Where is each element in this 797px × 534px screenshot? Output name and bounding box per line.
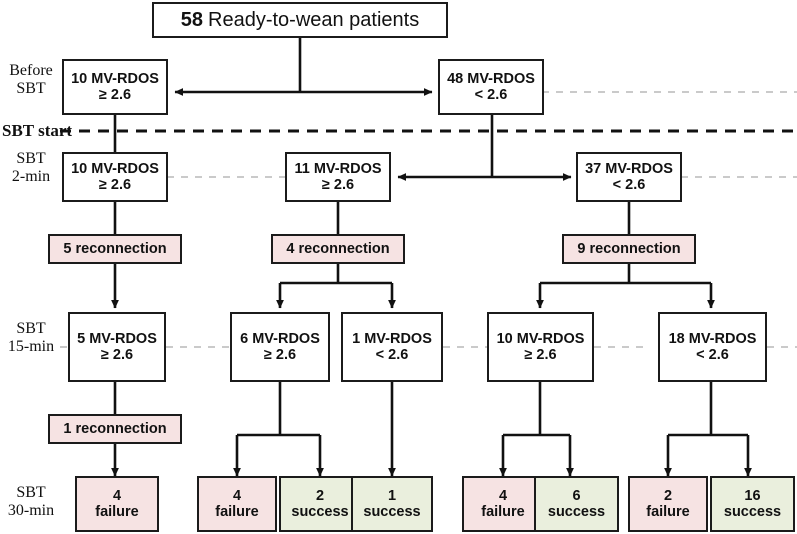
node-before-sbt-0-line1: 10 MV-RDOS xyxy=(71,70,159,87)
node-outcome-7-line2: success xyxy=(723,504,782,520)
node-reconnection-2min-1-label: 4 reconnection xyxy=(286,240,390,257)
node-outcome-1-line2: failure xyxy=(215,504,259,520)
node-outcome-4-line1: 4 xyxy=(498,487,508,504)
row-label-sbt-30min-line2: 30-min xyxy=(7,501,55,519)
row-label-before-sbt-line2: SBT xyxy=(16,79,46,97)
node-sbt-2min-1: 11 MV-RDOS ≥ 2.6 xyxy=(285,152,391,202)
node-outcome-0-line1: 4 xyxy=(112,487,122,504)
node-reconnection-2min-0: 5 reconnection xyxy=(48,234,182,264)
node-sbt-15min-1-line2: ≥ 2.6 xyxy=(263,347,297,363)
node-outcome-5-line1: 6 xyxy=(572,487,581,504)
node-sbt-15min-4-line1: 18 MV-RDOS xyxy=(668,330,757,347)
node-outcome-5-line2: success xyxy=(547,504,606,520)
node-sbt-2min-0-line2: ≥ 2.6 xyxy=(98,177,132,193)
node-outcome-7: 16 success xyxy=(710,476,795,532)
row-label-sbt-2min: SBT 2-min xyxy=(2,150,60,186)
node-outcome-6-line2: failure xyxy=(646,504,690,520)
row-label-before-sbt-line1: Before xyxy=(9,62,53,79)
node-sbt-2min-2: 37 MV-RDOS < 2.6 xyxy=(576,152,682,202)
node-sbt-15min-2-line2: < 2.6 xyxy=(375,347,409,363)
node-sbt-2min-2-line1: 37 MV-RDOS xyxy=(585,160,673,177)
node-outcome-3: 1 success xyxy=(351,476,433,532)
node-before-sbt-0-line2: ≥ 2.6 xyxy=(98,87,132,103)
node-outcome-4-line2: failure xyxy=(481,504,525,520)
node-sbt-15min-2: 1 MV-RDOS < 2.6 xyxy=(341,312,443,382)
node-before-sbt-1: 48 MV-RDOS < 2.6 xyxy=(438,59,544,115)
node-reconnection-15min-0-label: 1 reconnection xyxy=(63,420,167,437)
node-sbt-2min-1-line2: ≥ 2.6 xyxy=(321,177,355,193)
node-outcome-2: 2 success xyxy=(279,476,361,532)
row-label-sbt-30min: SBT 30-min xyxy=(2,484,60,520)
row-label-sbt-30min-line1: SBT xyxy=(16,484,46,501)
row-label-sbt-15min-line1: SBT xyxy=(16,320,46,337)
node-reconnection-15min-0: 1 reconnection xyxy=(48,414,182,444)
node-outcome-0-line2: failure xyxy=(95,504,139,520)
node-sbt-15min-0-line2: ≥ 2.6 xyxy=(100,347,134,363)
node-root: 58 Ready-to-wean patients xyxy=(152,2,448,38)
node-outcome-1-line1: 4 xyxy=(232,487,242,504)
node-outcome-6-line1: 2 xyxy=(663,487,673,504)
node-sbt-2min-2-line2: < 2.6 xyxy=(612,177,646,193)
node-root-label: Ready-to-wean patients xyxy=(208,8,420,31)
node-sbt-2min-1-line1: 11 MV-RDOS xyxy=(294,160,382,177)
node-outcome-0: 4 failure xyxy=(75,476,159,532)
row-label-sbt-2min-line1: SBT xyxy=(16,150,46,167)
node-sbt-15min-0-line1: 5 MV-RDOS xyxy=(77,330,157,347)
row-label-sbt-start: SBT start xyxy=(2,121,102,140)
node-sbt-15min-4-line2: < 2.6 xyxy=(696,347,729,363)
node-root-count: 58 xyxy=(180,8,203,31)
node-before-sbt-1-line1: 48 MV-RDOS xyxy=(447,70,535,87)
node-outcome-2-line2: success xyxy=(291,504,349,520)
node-sbt-15min-1: 6 MV-RDOS ≥ 2.6 xyxy=(230,312,330,382)
node-outcome-7-line1: 16 xyxy=(744,487,761,504)
row-label-sbt-15min-line2: 15-min xyxy=(7,337,55,355)
node-sbt-15min-3-line1: 10 MV-RDOS xyxy=(496,330,585,347)
node-sbt-15min-4: 18 MV-RDOS < 2.6 xyxy=(658,312,767,382)
node-sbt-15min-2-line1: 1 MV-RDOS xyxy=(352,330,432,347)
node-before-sbt-0: 10 MV-RDOS ≥ 2.6 xyxy=(62,59,168,115)
node-sbt-2min-0: 10 MV-RDOS ≥ 2.6 xyxy=(62,152,168,202)
node-outcome-1: 4 failure xyxy=(197,476,277,532)
node-outcome-3-line1: 1 xyxy=(387,487,397,504)
row-label-sbt-2min-line2: 2-min xyxy=(11,167,51,185)
node-sbt-15min-0: 5 MV-RDOS ≥ 2.6 xyxy=(68,312,166,382)
node-outcome-5: 6 success xyxy=(534,476,619,532)
row-label-before-sbt: Before SBT xyxy=(2,62,60,98)
node-reconnection-2min-2-label: 9 reconnection xyxy=(577,240,681,257)
node-reconnection-2min-1: 4 reconnection xyxy=(271,234,405,264)
node-reconnection-2min-0-label: 5 reconnection xyxy=(63,240,167,257)
node-outcome-4: 4 failure xyxy=(462,476,544,532)
node-before-sbt-1-line2: < 2.6 xyxy=(474,87,508,103)
node-outcome-3-line2: success xyxy=(363,504,421,520)
node-sbt-15min-3-line2: ≥ 2.6 xyxy=(524,347,557,363)
row-label-sbt-15min: SBT 15-min xyxy=(2,320,60,356)
node-outcome-6: 2 failure xyxy=(628,476,708,532)
node-sbt-2min-0-line1: 10 MV-RDOS xyxy=(71,160,159,177)
node-sbt-15min-1-line1: 6 MV-RDOS xyxy=(240,330,320,347)
node-outcome-2-line1: 2 xyxy=(315,487,325,504)
row-label-sbt-start-text: SBT start xyxy=(2,121,73,140)
node-sbt-15min-3: 10 MV-RDOS ≥ 2.6 xyxy=(487,312,594,382)
node-reconnection-2min-2: 9 reconnection xyxy=(562,234,696,264)
